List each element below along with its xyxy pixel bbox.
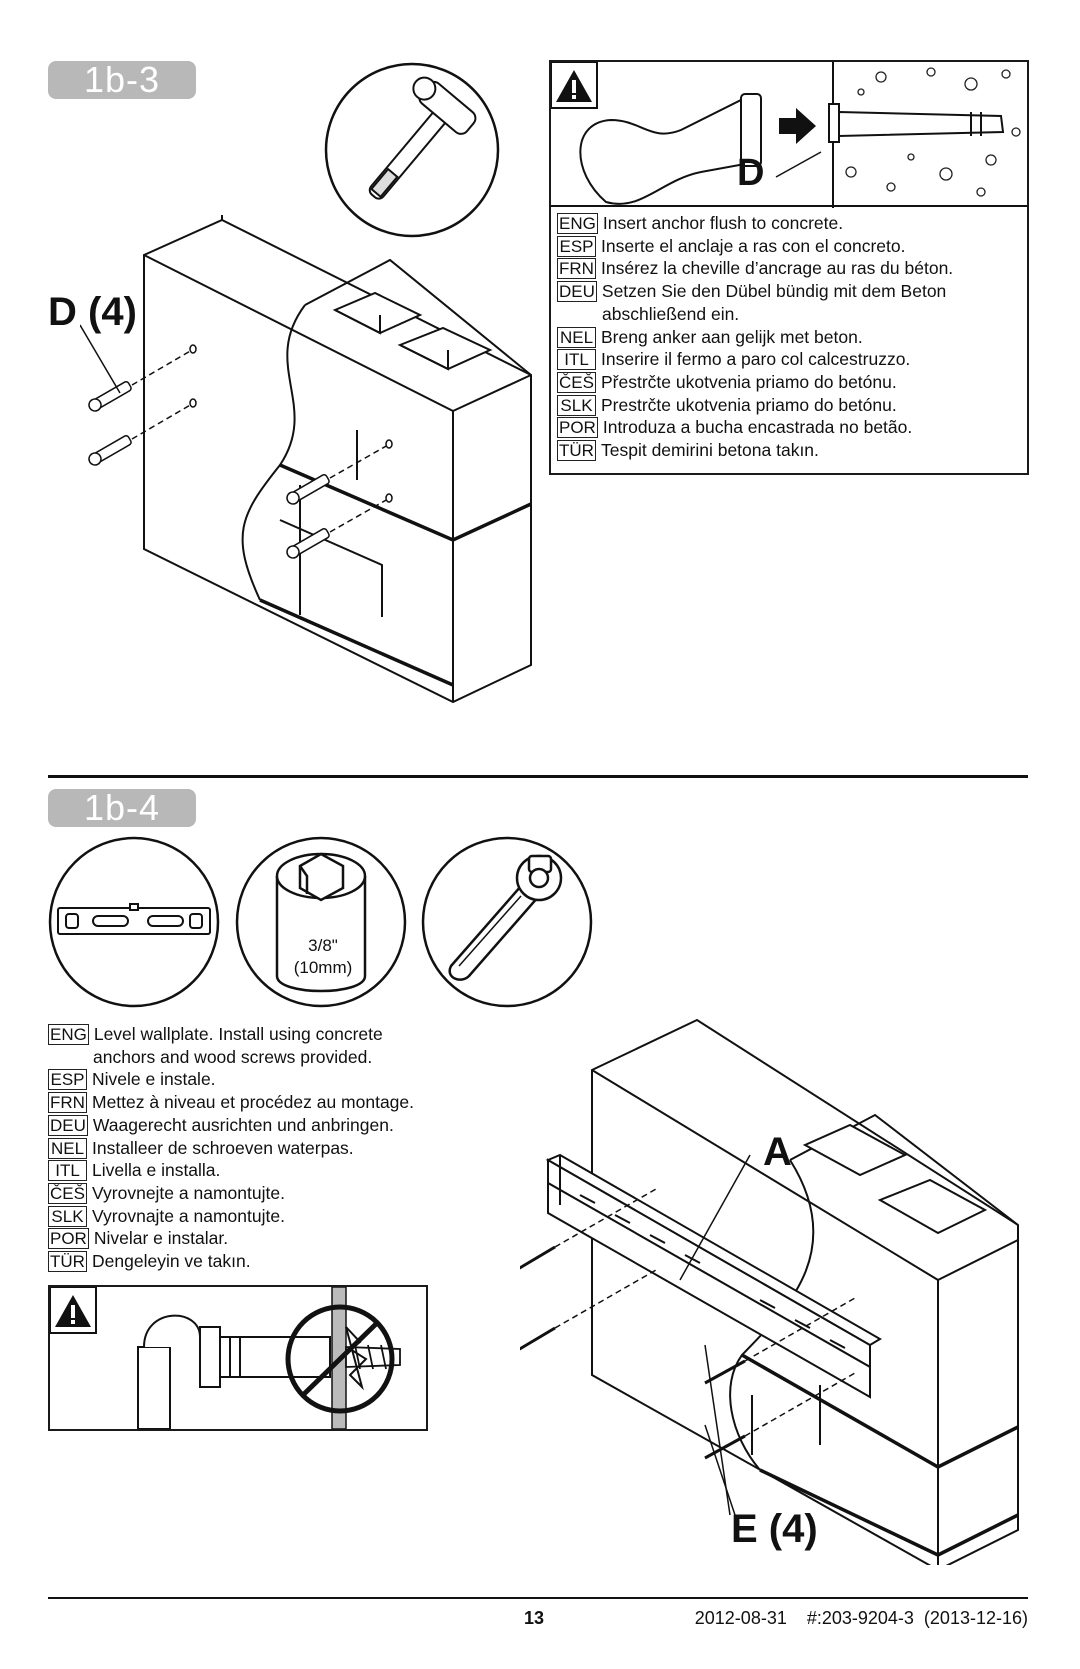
socket-tool-icon: [235, 836, 407, 1008]
hammer-tool-icon: [324, 62, 500, 238]
part-label-a: A: [763, 1130, 792, 1174]
warning-panel-overtighten: [48, 1285, 428, 1431]
step-badge-1b-4: 1b-4: [48, 789, 196, 827]
overtighten-warning-illustration: [50, 1287, 401, 1429]
part-label-e: E (4): [731, 1507, 818, 1551]
footer-divider: [48, 1597, 1028, 1599]
socket-size-label: 3/8": [308, 936, 338, 955]
warning-illustration: [551, 62, 1027, 208]
section-divider: [48, 775, 1028, 778]
part-label-d: D (4): [48, 290, 137, 334]
callout-label-d: D: [737, 152, 765, 194]
document-info: 2012-08-31 #:203-9204-3 (2013-12-16): [694, 1608, 1028, 1628]
wallplate-install-illustration: [520, 1018, 1019, 1565]
step-badge-1b-3: 1b-3: [48, 61, 196, 99]
page-number: 13: [524, 1608, 545, 1628]
instruction-row-deu-cont: abschließend ein.: [602, 303, 740, 324]
wall-anchor-illustration: [80, 215, 532, 704]
socket-metric-label: (10mm): [293, 958, 353, 977]
level-tool-icon: [48, 836, 220, 1008]
ratchet-tool-icon: [421, 836, 593, 1008]
instruction-row-eng-cont: anchors and wood screws provided.: [93, 1046, 373, 1067]
